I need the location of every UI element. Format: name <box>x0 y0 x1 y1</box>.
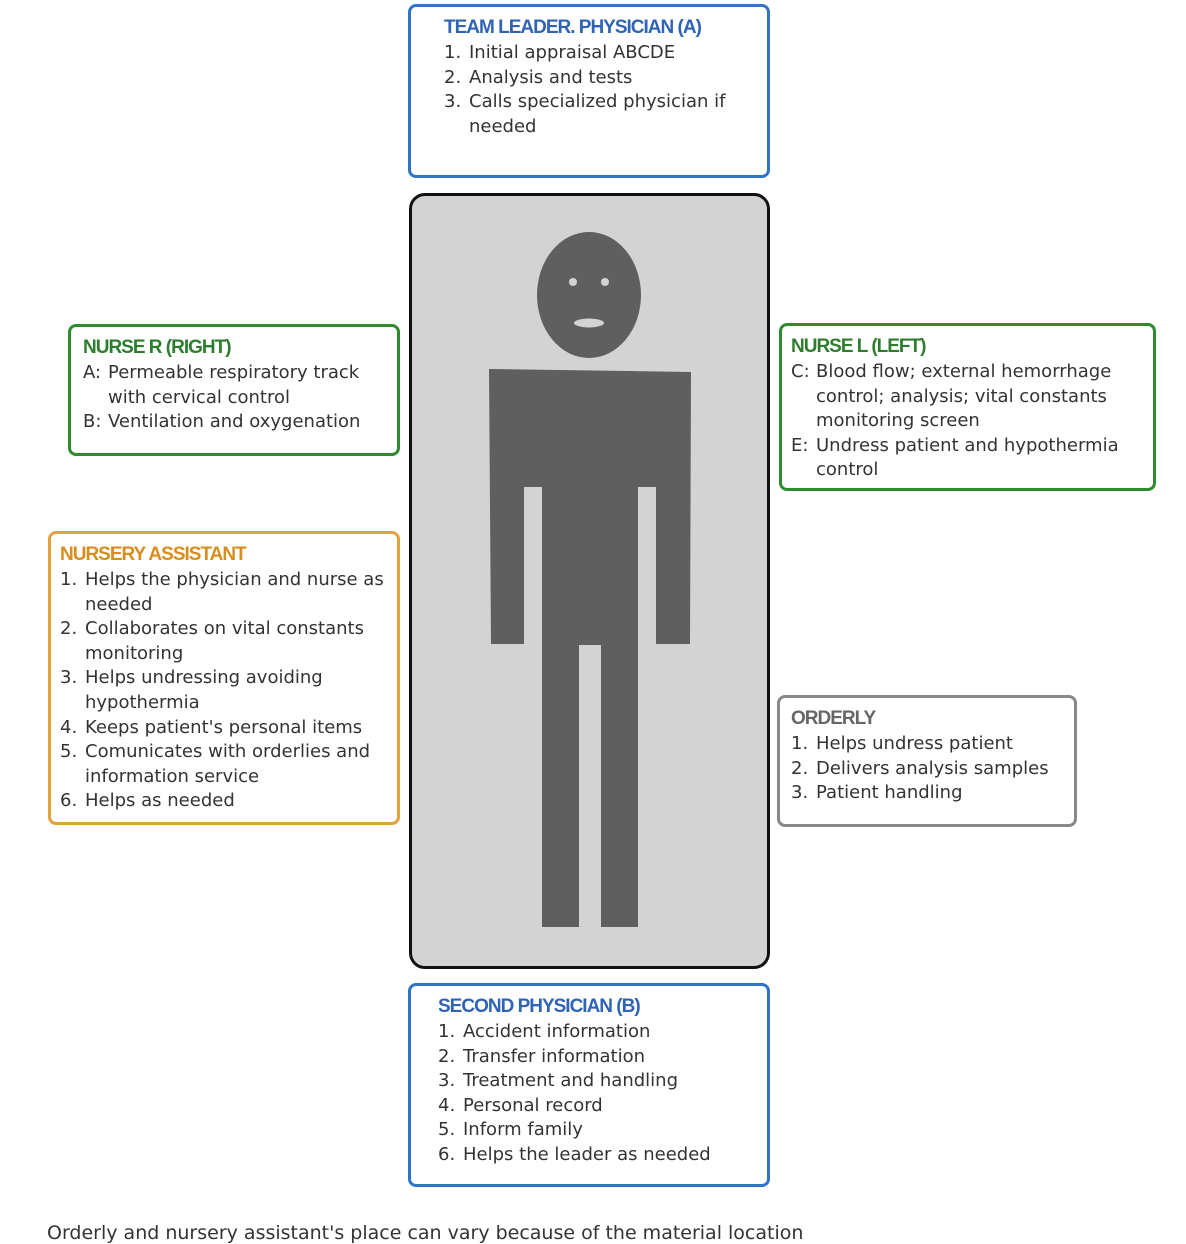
list-item: 6.Helps the leader as needed <box>438 1143 711 1165</box>
nursery-assistant-list: 1.Helps the physician and nurse as neede… <box>60 568 385 814</box>
list-item: 1.Helps undress patient <box>791 733 1013 754</box>
list-item: 2.Analysis and tests <box>444 66 633 88</box>
list-item: E:Undress patient and hypothermia contro… <box>791 434 1119 481</box>
team-leader-title: TEAM LEADER. PHYSICIAN (A) <box>444 17 702 38</box>
list-item: 5.Comunicates with orderlies and informa… <box>60 741 371 787</box>
nurse-left-title: NURSE L (LEFT) <box>791 336 926 357</box>
figure-head <box>537 232 641 358</box>
nurse-left-box: NURSE L (LEFT) C:Blood flow; external he… <box>779 323 1156 491</box>
list-item: 3.Treatment and handling <box>438 1070 679 1092</box>
list-item: 4.Keeps patient's personal items <box>60 716 363 738</box>
figure-right-eye <box>601 278 609 286</box>
figure-mouth <box>574 318 604 328</box>
second-physician-list: 1.Accident information 2.Transfer inform… <box>438 1020 755 1168</box>
list-item: 1.Initial appraisal ABCDE <box>444 42 676 63</box>
nursery-assistant-title: NURSERY ASSISTANT <box>60 544 247 565</box>
patient-stretcher <box>409 193 770 969</box>
team-leader-box: TEAM LEADER. PHYSICIAN (A) 1.Initial app… <box>408 4 770 178</box>
list-item: 2.Collaborates on vital constants monito… <box>60 618 364 664</box>
list-item: C:Blood flow; external hemorrhage contro… <box>791 361 1112 432</box>
list-item: 1.Helps the physician and nurse as neede… <box>60 569 384 615</box>
orderly-box: ORDERLY 1.Helps undress patient 2.Delive… <box>777 695 1077 827</box>
nurse-left-list: C:Blood flow; external hemorrhage contro… <box>791 360 1141 483</box>
list-item: 2.Delivers analysis samples <box>791 757 1049 779</box>
orderly-title: ORDERLY <box>791 708 876 729</box>
patient-figure-icon <box>489 232 691 927</box>
list-item: 6.Helps as needed <box>60 790 235 812</box>
nursery-assistant-box: NURSERY ASSISTANT 1.Helps the physician … <box>48 531 400 825</box>
list-item: A:Permeable respiratory track with cervi… <box>83 362 360 408</box>
footnote: Orderly and nursery assistant's place ca… <box>47 1222 804 1244</box>
figure-left-eye <box>569 278 577 286</box>
second-physician-box: SECOND PHYSICIAN (B) 1.Accident informat… <box>408 983 770 1187</box>
list-item: 1.Accident information <box>438 1021 651 1042</box>
list-item: 3.Helps undressing avoiding hypothermia <box>60 667 323 713</box>
nurse-right-list: A:Permeable respiratory track with cervi… <box>83 361 385 435</box>
list-item: B:Ventilation and oxygenation <box>83 411 361 433</box>
list-item: 3.Patient handling <box>791 782 963 804</box>
list-item: 2.Transfer information <box>438 1045 645 1067</box>
nurse-right-title: NURSE R (RIGHT) <box>83 337 232 358</box>
list-item: 5.Inform family <box>438 1119 583 1141</box>
list-item: 3.Calls specialized physician if needed <box>444 91 726 137</box>
team-leader-list: 1.Initial appraisal ABCDE 2.Analysis and… <box>444 41 755 139</box>
list-item: 4.Personal record <box>438 1094 603 1116</box>
figure-body <box>489 369 691 927</box>
orderly-list: 1.Helps undress patient 2.Delivers analy… <box>791 732 1062 806</box>
second-physician-title: SECOND PHYSICIAN (B) <box>438 996 641 1017</box>
nurse-right-box: NURSE R (RIGHT) A:Permeable respiratory … <box>68 324 400 456</box>
